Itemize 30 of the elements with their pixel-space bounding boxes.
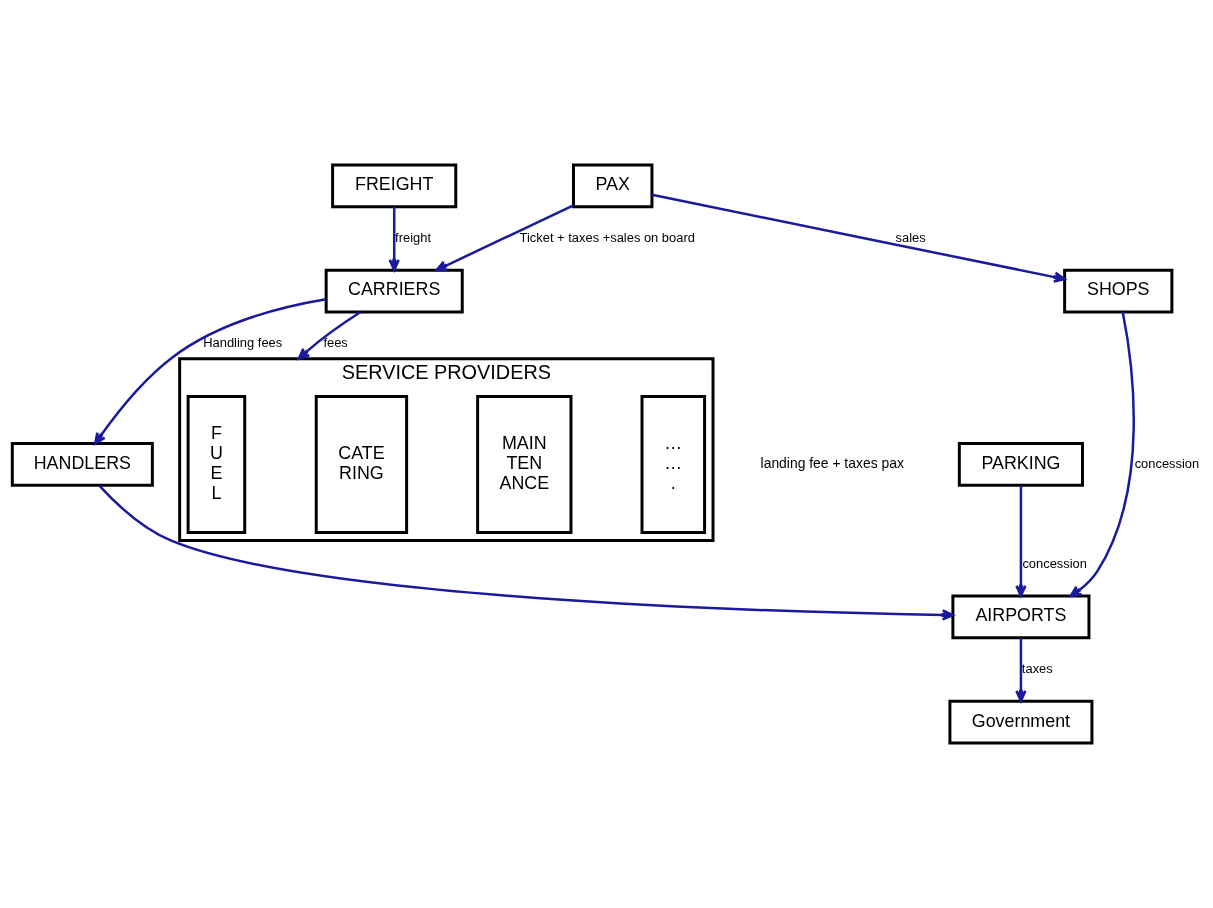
edge-label: freight (395, 229, 432, 245)
node-box: HANDLERS (10, 442, 154, 487)
label: landing fee + taxes pax (760, 455, 904, 472)
arrow (1015, 485, 1027, 598)
arrow (94, 298, 327, 445)
node-box: PAX (572, 163, 654, 209)
arrow (651, 193, 1066, 283)
edge-label: fees (323, 335, 348, 351)
node-box: FREIGHT (331, 163, 458, 209)
node-box: … … . (640, 394, 707, 534)
node-box: PARKING (957, 442, 1084, 487)
node-box: SHOPS (1063, 268, 1174, 314)
edge-label: taxes (1021, 660, 1053, 676)
edge-label: Handling fees (203, 335, 283, 351)
arrow (1069, 311, 1135, 598)
arrow (98, 484, 954, 621)
node-box: CATE RING (314, 394, 409, 534)
arrow (435, 204, 574, 272)
arrow (388, 206, 400, 272)
edge-label: sales (895, 229, 926, 245)
edge-label: Ticket + taxes +sales on board (519, 229, 695, 245)
edge-label: concession (1134, 455, 1200, 471)
arrow (1015, 637, 1027, 703)
arrow (297, 311, 362, 360)
node-box: AIRPORTS (951, 594, 1091, 640)
node-box: F U E L (186, 394, 247, 534)
edge-label: concession (1022, 555, 1087, 571)
node-box: Government (948, 699, 1094, 745)
node-box: CARRIERS (324, 268, 464, 314)
node-box: MAIN TEN ANCE (476, 394, 573, 534)
